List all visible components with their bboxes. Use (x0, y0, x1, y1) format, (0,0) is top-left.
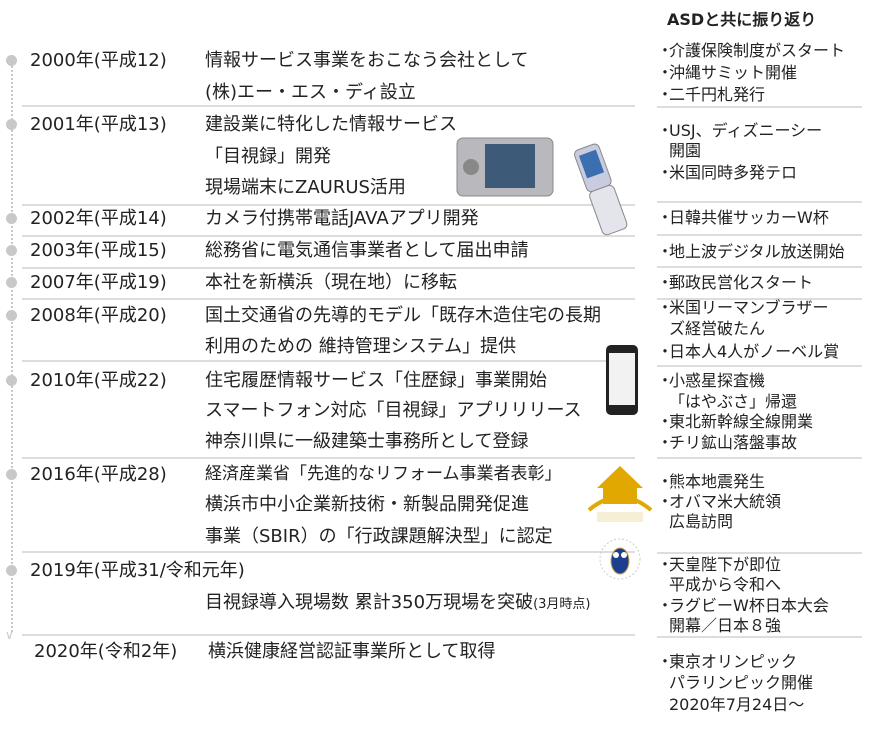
event-text: カメラ付携帯電話JAVAアプリ開発 (205, 208, 479, 229)
year-label: 2019年(平成31/令和元年) (30, 560, 245, 581)
year-label: 2001年(平成13) (30, 114, 167, 135)
note-item: ・ラグビーW杯日本大会 (657, 596, 829, 615)
event-text: 国土交通省の先導的モデル「既存木造住宅の長期 (205, 305, 601, 326)
note-divider (657, 365, 862, 367)
note-item: ・米国同時多発テロ (657, 163, 798, 182)
note-item: ・沖縄サミット開催 (657, 63, 798, 82)
year-label: 2003年(平成15) (30, 240, 167, 261)
event-text: スマートフォン対応「目視録」アプリリリース (205, 400, 582, 421)
note-divider (657, 636, 862, 638)
note-item: ・日韓共催サッカーW杯 (657, 208, 829, 227)
reform-award-logo (587, 466, 653, 522)
row-divider (22, 105, 635, 107)
event-text: 神奈川県に一級建築士事務所として登録 (205, 431, 529, 452)
timeline-dot (6, 245, 17, 256)
timeline-line (11, 62, 13, 632)
timeline-dot (6, 310, 17, 321)
note-item: ・二千円札発行 (657, 85, 766, 104)
note-divider (657, 457, 862, 459)
note-item-cont: 2020年7月24日～ (669, 695, 805, 714)
note-item: ・チリ鉱山落盤事故 (657, 433, 798, 452)
note-item: ・東北新幹線全線開業 (657, 412, 814, 431)
note-item: ・米国リーマンブラザー (657, 298, 829, 317)
smartphone-image (606, 345, 638, 415)
year-label: 2010年(平成22) (30, 370, 167, 391)
zaurus-device-image (456, 137, 554, 197)
note-item: ・郵政民営化スタート (657, 273, 814, 292)
event-text: 本社を新横浜（現在地）に移転 (205, 272, 457, 293)
row-divider (22, 267, 635, 269)
note-item: ・介護保険制度がスタート (657, 41, 846, 60)
note-divider (657, 201, 862, 203)
note-item: ・USJ、ディズニーシー (657, 121, 823, 140)
event-text: 現場端末にZAURUS活用 (205, 177, 406, 198)
note-item-cont: 広島訪問 (669, 512, 734, 531)
note-divider (657, 106, 862, 108)
note-item-cont: 開園 (669, 141, 702, 160)
event-text: 情報サービス事業をおこなう会社として (205, 50, 529, 71)
event-text: 利用のための 維持管理システム」提供 (205, 336, 517, 357)
note-item-cont: 「はやぶさ」帰還 (669, 392, 798, 411)
row-divider (22, 551, 635, 553)
event-text: 総務省に電気通信事業者として届出申請 (205, 240, 529, 261)
note-item-cont: 平成から令和へ (669, 575, 782, 594)
note-item: ・小惑星探査機 (657, 371, 766, 390)
note-item: ・東京オリンピック (657, 652, 798, 671)
row-divider (22, 360, 635, 362)
note-divider (657, 266, 862, 268)
note-item: ・地上波デジタル放送開始 (657, 242, 845, 261)
timeline-dot (6, 213, 17, 224)
year-label: 2020年(令和2年) (34, 641, 178, 662)
event-text: 建設業に特化した情報サービス (205, 114, 457, 135)
note-item-cont: パラリンピック開催 (669, 673, 814, 692)
timeline-dot (6, 119, 17, 130)
row-divider (22, 634, 635, 636)
row-divider (22, 235, 635, 237)
note-item: ・熊本地震発生 (657, 472, 766, 491)
event-text: 経済産業省「先進的なリフォーム事業者表彰」 (205, 464, 562, 484)
timeline-dot (6, 565, 17, 576)
note-item-cont: 開幕／日本８強 (669, 616, 782, 635)
note-divider (657, 552, 862, 554)
timeline-dot (6, 375, 17, 386)
year-label: 2007年(平成19) (30, 272, 167, 293)
note-item: ・日本人4人がノーベル賞 (657, 342, 840, 361)
timeline-dot (6, 469, 17, 480)
note-item: ・天皇陛下が即位 (657, 555, 782, 574)
event-text: 事業（SBIR）の「行政課題解決型」に認定 (205, 526, 553, 547)
event-text: 横浜健康経営認証事業所として取得 (208, 641, 496, 662)
event-text: 住宅履歴情報サービス「住歴録」事業開始 (205, 370, 547, 391)
year-label: 2016年(平成28) (30, 464, 167, 485)
event-text: 横浜市中小企業新技術・新製品開発促進 (205, 494, 529, 515)
row-divider (22, 457, 635, 459)
event-note: (3月時点) (533, 597, 591, 612)
event-main: 目視録導入現場数 累計350万現場を突破 (205, 592, 534, 613)
year-label: 2000年(平成12) (30, 50, 167, 71)
note-item: ・オバマ米大統領 (657, 492, 782, 511)
note-divider (657, 298, 862, 300)
timeline-arrow-icon: ∨ (5, 628, 14, 642)
event-text: (株)エー・エス・ディ設立 (205, 82, 416, 103)
timeline-dot (6, 55, 17, 66)
note-item-cont: ズ経営破たん (669, 319, 766, 338)
section-title: ASDと共に振り返り (667, 10, 817, 29)
timeline-dot (6, 277, 17, 288)
note-divider (657, 234, 862, 236)
mobile-phone-image (574, 143, 628, 236)
event-text: 目視録導入現場数 累計350万現場を突破(3月時点) (205, 594, 591, 612)
event-text: 「目視録」開発 (205, 146, 331, 167)
year-label: 2008年(平成20) (30, 305, 167, 326)
row-divider (22, 204, 635, 206)
health-management-owl-logo (599, 538, 641, 580)
year-label: 2002年(平成14) (30, 208, 167, 229)
row-divider (22, 298, 635, 300)
